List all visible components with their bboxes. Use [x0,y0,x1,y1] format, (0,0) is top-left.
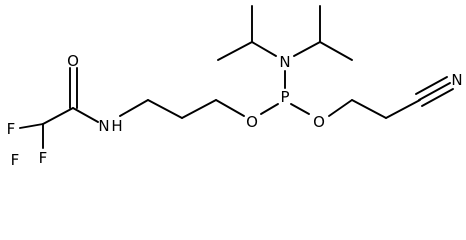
bond-p-to-o-right [290,103,310,115]
bond-ch2-to-ch2 [351,99,387,119]
atom-o-right-label: O [313,113,325,131]
bond-c2-to-c3 [181,99,217,119]
bond-o-left-to-p [260,103,279,115]
bond-c3-to-o-left [215,99,245,117]
atom-n-nitrile-label: N [451,71,462,89]
bond-nitrile-triple-b [418,82,451,101]
bond-nh-to-c1 [119,99,149,117]
atom-n-amine-label: N [279,53,290,71]
bond-left-ch-to-me-b [217,41,253,61]
bond-nitrile-triple-a [415,76,448,95]
atom-f2-label: F [39,149,48,167]
atom-o-carbonyl-label: O [67,52,79,70]
atom-p-label: P [280,88,289,106]
atom-o-left-label: O [246,113,258,131]
atom-f3-label: F [11,151,20,169]
atom-f1-label: F [7,120,16,138]
bond-n-to-left-ch [251,41,277,57]
bond-right-ch-to-me-b [319,41,353,61]
chemical-structure-diagram: F F F O N H O P O N N [7,5,463,169]
bond-cf3-c-f3 [42,107,74,125]
atom-h-amide-label: H [111,117,122,135]
bond-c1-to-c2 [147,99,183,119]
bond-o-right-to-ch2 [328,99,353,117]
bond-cf3-c-f1 [19,123,44,129]
bond-n-to-right-ch [293,41,321,57]
atom-n-amide-label: N [98,117,109,135]
bond-ch2-to-cn-c [385,99,421,119]
bond-carbonyl-to-nh [72,107,99,123]
bond-nitrile-triple-c [421,88,454,107]
